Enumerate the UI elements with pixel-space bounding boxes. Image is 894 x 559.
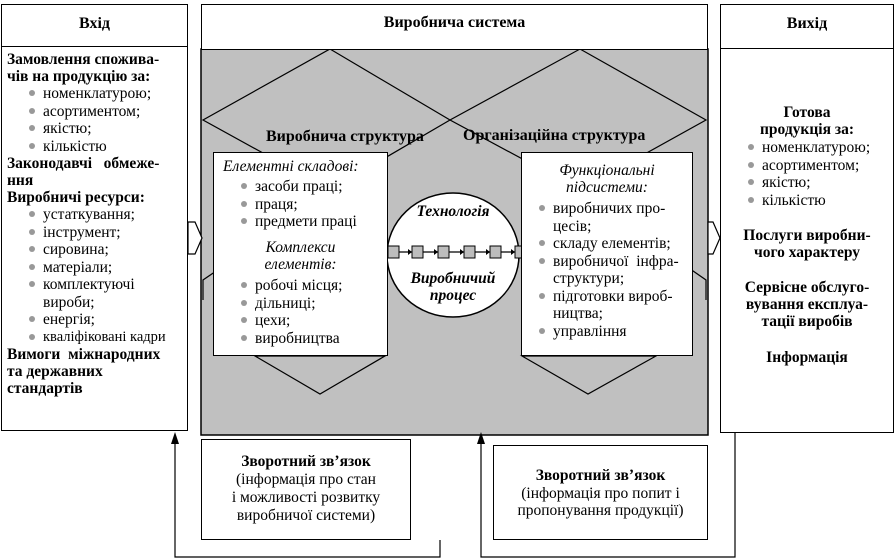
service-3: тації виробів [761, 313, 853, 330]
list-item: предмети праці [238, 213, 357, 231]
list-item: матеріали; [26, 259, 187, 277]
service-1: Сервісне обслуго- [744, 279, 870, 296]
feedback-left-line [174, 436, 441, 558]
orders-title-1: Замовлення спожива- [7, 51, 160, 68]
list-item: засоби праці; [238, 178, 357, 196]
list-item: номенклатурою; [745, 139, 870, 157]
list-item: устаткування; [26, 206, 187, 224]
functional-box: Функціональні підсистеми: виробничих про… [521, 152, 693, 356]
product-1: Готова [783, 104, 831, 121]
list-item: асортиментом; [745, 157, 870, 175]
list-item-continuation: вироби; [43, 293, 95, 311]
list-item-continuation: структури; [553, 270, 625, 287]
feedback-left-arrowhead [171, 432, 179, 444]
list-item: номенклатурою; [26, 85, 187, 103]
feedback-left-line3: виробничої системи) [236, 507, 376, 524]
input-content: Замовлення спожива- чів на продукцію за:… [7, 51, 187, 397]
structure-diamond-bottom-right [519, 355, 659, 395]
process-label-2: процес [429, 287, 477, 304]
list-item: інструмент; [26, 224, 187, 242]
list-item: якістю; [745, 174, 870, 192]
orders-title-2: чів на продукцію за: [7, 68, 151, 85]
input-arrow [187, 221, 203, 255]
list-item: якістю; [26, 120, 187, 138]
process-label-1: Виробничий [410, 270, 496, 287]
feedback-right-box: Зворотний зв’язок (інформація про попит … [493, 445, 708, 540]
list-item: цехи; [238, 312, 342, 330]
feedback-left-line2: і можливості розвитку [231, 489, 381, 506]
service-2: вування експлуа- [745, 296, 869, 313]
product-2: продукція за: [759, 121, 854, 138]
complexes-title-1: Комплекси [265, 239, 336, 256]
complexes-list: робочі місця; дільниці; цехи; виробництв… [238, 277, 342, 347]
technology-label: Технологія [416, 203, 490, 220]
elements-title: Елементні складові: [223, 158, 359, 175]
system-header-box: Виробнича система [201, 4, 708, 50]
structure-diamond-bottom-left [252, 355, 388, 395]
standards-3: стандартів [7, 380, 83, 397]
list-item: підготовки вироб- [536, 288, 679, 306]
list-item: робочі місця; [238, 277, 342, 295]
legal-2: ння [7, 172, 34, 189]
output-box: Вихід Готова продукція за: номенклатурою… [720, 4, 894, 433]
list-item: виробництва [238, 330, 342, 348]
process-chain-arrows [408, 249, 515, 255]
list-item: виробничої інфра- [536, 253, 679, 271]
product-list: номенклатурою; асортиментом; якістю; кіл… [745, 139, 870, 209]
system-title: Виробнича система [383, 14, 526, 31]
list-item: праця; [238, 196, 357, 214]
list-item: комплектуючі [26, 276, 187, 294]
list-item: кваліфіковані кадри [26, 329, 187, 347]
output-arrow [707, 221, 721, 255]
feedback-right-line1: (інформація про попит і [521, 485, 680, 502]
list-item: дільниці; [238, 295, 342, 313]
services-1: Послуги виробни- [743, 227, 871, 244]
feedback-right-title: Зворотний зв’язок [535, 467, 666, 484]
list-item: асортиментом; [26, 103, 187, 121]
information-label: Інформація [766, 349, 848, 366]
functional-title-1: Функціональні [559, 162, 655, 179]
complexes-title-2: елементів: [264, 256, 337, 273]
list-item: кількістю [745, 192, 870, 210]
feedback-left-box: Зворотний зв’язок (інформація про стан і… [201, 439, 411, 540]
elements-list: засоби праці; праця; предмети праці [238, 178, 357, 231]
elements-box: Елементні складові: засоби праці; праця;… [213, 152, 388, 356]
feedback-left-line1: (інформація про стан [236, 471, 376, 488]
legal-1: Законодавчі обмеже- [7, 155, 160, 172]
services-2: чого характеру [753, 244, 861, 261]
input-box: Вхід Замовлення спожива- чів на продукці… [1, 4, 188, 431]
functional-list: виробничих про- цесів; складу елементів;… [536, 200, 679, 340]
production-structure-label: Виробнича структура [266, 128, 424, 145]
organizational-structure-label: Організаційна структура [463, 127, 646, 144]
resources-title: Виробничі ресурси: [7, 189, 145, 206]
feedback-right-arrowhead [477, 432, 485, 444]
list-item-continuation: ництва; [553, 305, 603, 322]
input-title: Вхід [2, 5, 187, 47]
feedback-right-line [480, 433, 736, 558]
standards-2: та державних [7, 363, 103, 380]
list-item: виробничих про- [536, 200, 679, 218]
list-item: сировина; [26, 241, 187, 259]
standards-1: Вимоги міжнародних [7, 346, 161, 363]
list-item: кількістю [26, 138, 187, 156]
feedback-right-line2: пропонування продукції) [517, 502, 684, 519]
functional-title-2: підсистеми: [566, 179, 648, 196]
resources-list: устаткування; інструмент; сировина; мате… [26, 206, 187, 346]
list-item: складу елементів; [536, 235, 679, 253]
list-item: енергія; [26, 311, 187, 329]
list-item-continuation: цесів; [553, 217, 592, 235]
orders-list: номенклатурою; асортиментом; якістю; кіл… [26, 85, 187, 155]
feedback-left-title: Зворотний зв’язок [241, 453, 371, 470]
list-item: управління [536, 323, 679, 341]
output-title: Вихід [721, 5, 893, 49]
